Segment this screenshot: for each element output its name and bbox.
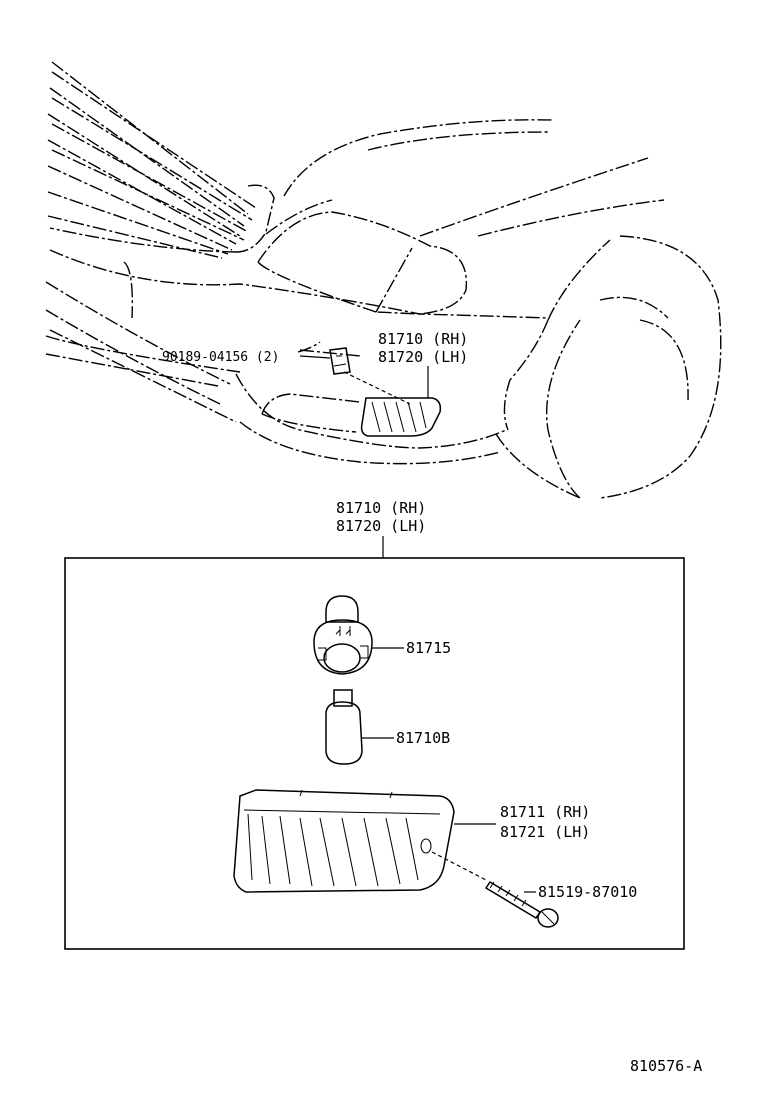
vehicle-front-outline [45, 61, 722, 499]
clip-part [329, 347, 351, 375]
lamp-top-callout-rh: 81710 (RH) [378, 330, 468, 348]
lens-part [233, 789, 455, 893]
installed-side-marker [360, 397, 442, 437]
bulb-part [325, 689, 363, 765]
assy-callout-rh: 81710 (RH) [336, 499, 426, 517]
screw-part [484, 880, 559, 928]
clip-leader-dashed [343, 371, 411, 405]
lens-callout-lh: 81721 (LH) [500, 823, 590, 841]
screw-callout: 81519-87010 [538, 883, 637, 901]
clip-leader [299, 355, 331, 359]
screw-leader-dashed [431, 851, 487, 881]
socket-callout: 81715 [406, 639, 451, 657]
lamp-top-callout-lh: 81720 (LH) [378, 348, 468, 366]
lens-callout-rh: 81711 (RH) [500, 803, 590, 821]
grille [47, 61, 275, 259]
assy-callout-lh: 81720 (LH) [336, 517, 426, 535]
bulb-callout: 81710B [396, 729, 450, 747]
drawing-number: 810576-A [630, 1057, 702, 1075]
socket-part [313, 595, 373, 675]
exploded-view-frame [64, 557, 685, 950]
clip-callout: 90189-04156 (2) [162, 350, 279, 365]
